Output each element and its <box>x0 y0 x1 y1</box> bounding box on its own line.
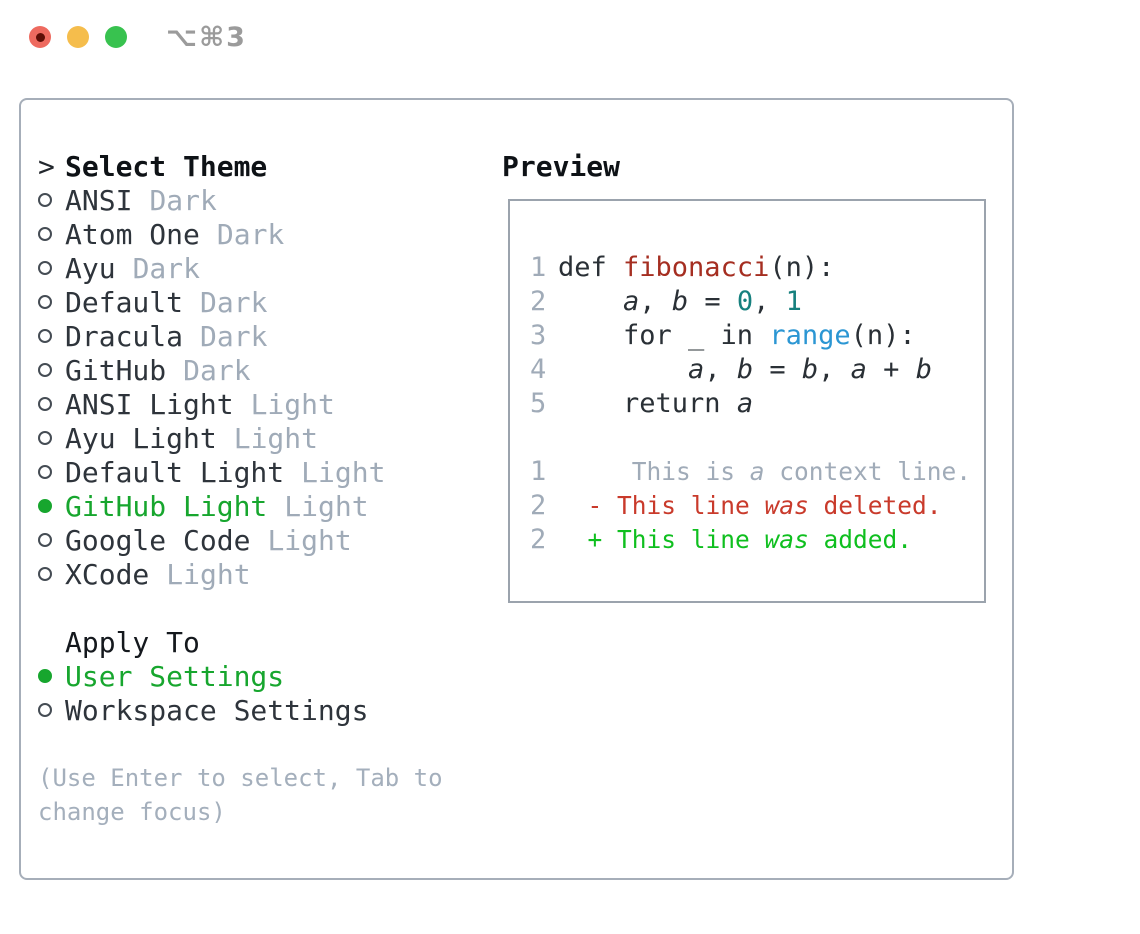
theme-variant: Light <box>267 523 352 557</box>
spacer-row <box>38 727 488 761</box>
theme-variant: Light <box>166 557 251 591</box>
radio-icon[interactable] <box>38 465 52 479</box>
close-button[interactable] <box>29 26 51 48</box>
code-line: 2 - This line was deleted. <box>530 488 984 522</box>
apply-to-title: Apply To <box>65 625 200 659</box>
code-line: 1 This is a context line. <box>530 454 984 488</box>
line-text: def fibonacci(n): <box>558 251 835 283</box>
theme-name: Default <box>65 285 184 319</box>
radio-selected-icon[interactable] <box>38 669 52 683</box>
code-line <box>530 420 984 454</box>
radio-icon[interactable] <box>38 193 52 207</box>
close-dot-icon <box>35 32 45 42</box>
radio-icon[interactable] <box>38 329 52 343</box>
line-number: 2 <box>530 489 547 521</box>
theme-name: ANSI <box>65 183 133 217</box>
theme-selector-title: Select Theme <box>65 149 268 183</box>
radio-selected-icon[interactable] <box>38 499 52 513</box>
theme-name: Ayu Light <box>65 421 217 455</box>
theme-item[interactable]: ANSI Light Light <box>38 387 488 421</box>
hint-text-line2: change focus) <box>38 798 226 826</box>
theme-item[interactable]: Ayu Light Light <box>38 421 488 455</box>
theme-item[interactable]: Default Dark <box>38 285 488 319</box>
theme-name: ANSI Light <box>65 387 234 421</box>
apply-to-header: Apply To <box>38 625 488 659</box>
radio-icon[interactable] <box>38 567 52 581</box>
line-number: 2 <box>530 285 547 317</box>
window-shortcut-label: ⌥⌘3 <box>166 22 247 53</box>
theme-item[interactable]: Atom One Dark <box>38 217 488 251</box>
line-text: for _ in range(n): <box>558 319 916 351</box>
radio-icon[interactable] <box>38 363 52 377</box>
theme-item[interactable]: Google Code Light <box>38 523 488 557</box>
line-text: a, b = 0, 1 <box>623 285 802 317</box>
apply-option-label: User Settings <box>65 659 285 693</box>
line-text: return a <box>558 387 754 419</box>
line-text: + This line was added. <box>587 524 913 554</box>
theme-name: Atom One <box>65 217 200 251</box>
line-number: 5 <box>530 387 547 419</box>
code-line: 2 + This line was added. <box>530 522 984 556</box>
theme-item[interactable]: Default Light Light <box>38 455 488 489</box>
theme-item[interactable]: GitHub Dark <box>38 353 488 387</box>
theme-name: Google Code <box>65 523 251 557</box>
line-number: 3 <box>530 319 547 351</box>
theme-variant: Dark <box>200 319 268 353</box>
theme-variant: Dark <box>200 285 268 319</box>
preview-title: Preview <box>502 149 621 183</box>
code-line: 1 def fibonacci(n): <box>530 250 984 284</box>
radio-icon[interactable] <box>38 227 52 241</box>
spacer-row <box>38 591 488 625</box>
radio-icon[interactable] <box>38 261 52 275</box>
theme-name: Ayu <box>65 251 116 285</box>
radio-icon[interactable] <box>38 397 52 411</box>
radio-icon[interactable] <box>38 703 52 717</box>
theme-name: XCode <box>65 557 150 591</box>
theme-item[interactable]: Ayu Dark <box>38 251 488 285</box>
code-line: 5 return a <box>530 386 984 420</box>
radio-icon[interactable] <box>38 295 52 309</box>
line-number: 4 <box>530 353 547 385</box>
hint-text-line1: (Use Enter to select, Tab to <box>38 764 443 792</box>
apply-option-label: Workspace Settings <box>65 693 369 727</box>
apply-option[interactable]: User Settings <box>38 659 488 693</box>
line-text: - This line was deleted. <box>587 490 942 520</box>
theme-name: GitHub Light <box>65 489 268 523</box>
theme-variant: Light <box>250 387 335 421</box>
theme-selector-header: > Select Theme <box>38 149 488 183</box>
theme-variant: Light <box>301 455 386 489</box>
theme-item[interactable]: Dracula Dark <box>38 319 488 353</box>
code-line: 3 for _ in range(n): <box>530 318 984 352</box>
prompt-icon: > <box>38 149 55 183</box>
line-text: a, b = b, a + b <box>688 353 932 385</box>
theme-variant: Light <box>233 421 319 455</box>
theme-item[interactable]: GitHub Light Light <box>38 489 488 523</box>
apply-option[interactable]: Workspace Settings <box>38 693 488 727</box>
zoom-button[interactable] <box>105 26 127 48</box>
line-number: 1 <box>530 455 547 487</box>
radio-icon[interactable] <box>38 533 52 547</box>
theme-variant: Dark <box>183 353 251 387</box>
theme-item[interactable]: XCode Light <box>38 557 488 591</box>
code-line: 4 a, b = b, a + b <box>530 352 984 386</box>
theme-variant: Dark <box>216 217 285 251</box>
line-number: 1 <box>530 251 547 283</box>
theme-name: GitHub <box>65 353 167 387</box>
theme-name: Dracula <box>65 319 184 353</box>
radio-icon[interactable] <box>38 431 52 445</box>
line-text: This is a context line. <box>558 456 972 486</box>
line-number: 2 <box>530 523 547 555</box>
theme-item[interactable]: ANSI Dark <box>38 183 488 217</box>
code-line: 2 a, b = 0, 1 <box>530 284 984 318</box>
theme-name: Default Light <box>65 455 285 489</box>
theme-variant: Light <box>284 489 369 523</box>
minimize-button[interactable] <box>67 26 89 48</box>
theme-variant: Dark <box>132 251 201 285</box>
theme-variant: Dark <box>149 183 217 217</box>
